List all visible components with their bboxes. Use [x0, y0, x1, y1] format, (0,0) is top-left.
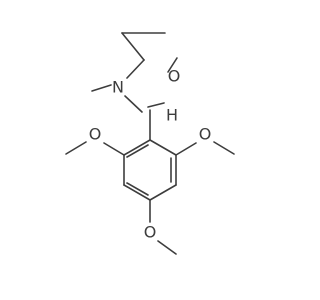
bond-aromatic-5-inner [126, 182, 149, 196]
ring-oxygen-label: O [168, 67, 181, 86]
bond-aromatic-1-inner [126, 144, 149, 158]
methoxy-oxygen-bottom-label: O [144, 223, 157, 242]
ring-hydrogen-label: H [166, 106, 178, 125]
bond-o-methyl-left [65, 141, 87, 155]
methoxy-oxygen-right-label: O [199, 125, 212, 144]
bond-ring-c4-n [126, 59, 145, 79]
chemical-structure-diagram: O N H O O O [65, 32, 235, 255]
ring-nitrogen-label: N [112, 78, 124, 97]
bond-o-methyl-bottom [157, 240, 177, 255]
methoxy-oxygen-left-label: O [89, 125, 102, 144]
bond-o-methyl-right [213, 141, 235, 155]
bond-ring-c5-c4 [121, 32, 145, 61]
bond-c2-h [147, 102, 165, 108]
bond-aryl-o-left [103, 142, 125, 156]
bond-ring-o-c2 [167, 57, 178, 73]
bond-aryl-o-right [175, 142, 197, 156]
bond-aromatic-1 [123, 139, 151, 156]
bond-ring-n-c2 [124, 95, 143, 113]
bond-aromatic-6 [149, 184, 177, 201]
bond-aromatic-2 [149, 139, 177, 156]
bond-aromatic-5 [123, 184, 151, 201]
bond-n-methyl [91, 84, 112, 92]
